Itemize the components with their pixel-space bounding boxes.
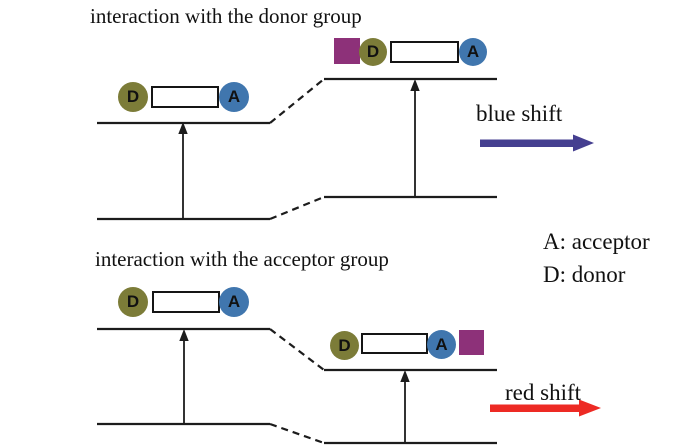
top-ground-level-connector bbox=[269, 195, 325, 221]
legend: A: acceptor D: donor bbox=[543, 225, 650, 291]
bottom-ground-level-connector bbox=[269, 422, 325, 445]
pi-bridge bbox=[152, 291, 220, 313]
top-diagram-title: interaction with the donor group bbox=[90, 4, 362, 28]
donor-circle: D bbox=[118, 287, 148, 317]
top-excited-level-connector bbox=[269, 78, 325, 124]
red-shift-arrow bbox=[490, 399, 601, 417]
acceptor-circle: A bbox=[459, 38, 487, 66]
bottom-diagram-title: interaction with the acceptor group bbox=[95, 247, 389, 271]
substituent-square bbox=[334, 38, 360, 64]
donor-circle: D bbox=[330, 331, 359, 360]
pi-bridge bbox=[390, 41, 459, 63]
top-right-transition-arrowhead bbox=[410, 79, 420, 91]
bottom-right-molecule: D A bbox=[330, 330, 484, 360]
pi-bridge bbox=[151, 86, 219, 108]
top-left-molecule: D A bbox=[118, 82, 250, 112]
bottom-left-molecule: D A bbox=[118, 287, 250, 317]
top-left-transition-arrowhead bbox=[178, 122, 188, 134]
red-shift-label: red shift bbox=[505, 380, 582, 405]
acceptor-circle: A bbox=[427, 330, 456, 359]
legend-acceptor: A: acceptor bbox=[543, 229, 650, 254]
bottom-right-transition-arrowhead bbox=[400, 370, 410, 382]
acceptor-circle: A bbox=[219, 287, 249, 317]
bottom-left-transition-arrowhead bbox=[179, 329, 189, 341]
top-transition-arrows bbox=[178, 79, 420, 219]
top-right-molecule: D A bbox=[334, 36, 490, 66]
bottom-excited-level-connector bbox=[269, 328, 325, 371]
acceptor-circle: A bbox=[219, 82, 249, 112]
blue-shift-label: blue shift bbox=[476, 101, 563, 126]
donor-circle: D bbox=[359, 38, 387, 66]
pi-bridge bbox=[361, 333, 428, 354]
legend-donor: D: donor bbox=[543, 262, 626, 287]
donor-circle: D bbox=[118, 82, 148, 112]
bottom-transition-arrows bbox=[179, 329, 410, 443]
substituent-square bbox=[459, 330, 484, 355]
blue-shift-arrow bbox=[480, 134, 594, 152]
